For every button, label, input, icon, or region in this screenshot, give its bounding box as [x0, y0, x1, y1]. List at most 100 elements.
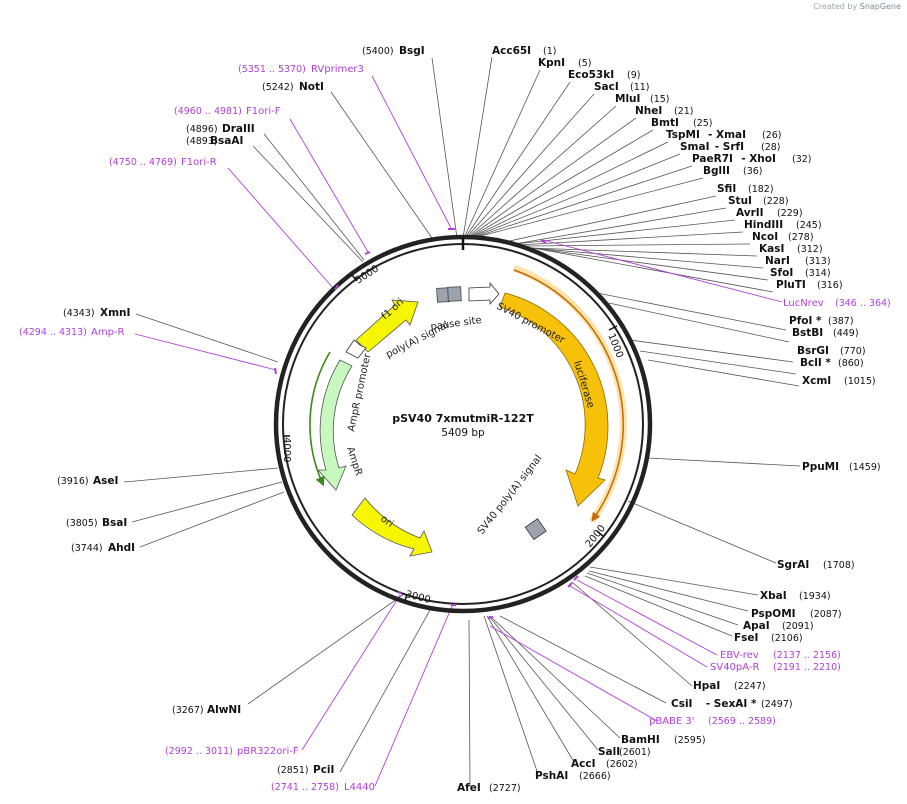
enzyme-mlui: MluI	[615, 93, 640, 105]
enzyme-ncoi-position: (278)	[788, 232, 814, 243]
enzyme-sfii-position: (182)	[748, 184, 774, 195]
primer-sv40pa-r: SV40pA-R	[710, 662, 759, 673]
primer-sv40pa-r-range: (2191 .. 2210)	[773, 662, 841, 673]
enzyme-eco53ki: Eco53kI	[568, 69, 614, 81]
enzyme-apai: ApaI	[743, 620, 770, 632]
enzyme-sgrai: SgrAI	[777, 559, 809, 571]
luciferase-direction-line	[513, 269, 624, 522]
enzyme-hindiii-position: (245)	[796, 220, 822, 231]
enzyme-ncoi: NcoI	[752, 231, 778, 243]
poly-a-signal-box	[436, 287, 450, 303]
pause-site-label: pause site	[430, 315, 482, 333]
enzyme-pspomi: PspOMI	[751, 608, 796, 620]
enzyme-csii-position: (2497)	[761, 699, 793, 710]
enzyme-bamhi: BamHI	[621, 734, 660, 746]
enzyme-xmni-position: (4343)	[63, 308, 95, 319]
enzyme-ppumi: PpuMI	[802, 461, 839, 473]
enzyme-xbai: XbaI	[760, 590, 787, 602]
enzyme-csii: CsiI	[671, 698, 692, 710]
enzyme-pluti: PluTI	[776, 279, 806, 291]
enzyme-draiii-position: (4896)	[186, 124, 218, 135]
primer-f1ori-f-range: (4960 .. 4981)	[174, 106, 242, 117]
snapgene-brand: SnapGene	[859, 2, 901, 11]
enzyme-afei: AfeI	[457, 782, 481, 794]
credit-prefix: Created by	[813, 2, 858, 11]
enzyme-avrii: AvrII	[736, 207, 764, 219]
enzyme-pfoi: PfoI *	[789, 315, 822, 327]
enzyme-tspmi-position: (26)	[762, 130, 782, 141]
ampr-promoter-label: AmpR promoter	[346, 352, 373, 433]
primer-rvprimer3-range: (5351 .. 5370)	[238, 64, 306, 75]
enzyme-paer7i-pair: - XhoI	[741, 153, 776, 165]
enzyme-saci: SacI	[594, 81, 619, 93]
enzyme-bsai: BsaI	[102, 517, 127, 529]
primer-pbabe-3-: pBABE 3'	[649, 716, 695, 727]
enzyme-bsrgi: BsrGI	[797, 345, 829, 357]
enzyme-ahdi: AhdI	[108, 542, 135, 554]
enzyme-bsai-position: (3805)	[66, 518, 98, 529]
enzyme-fsei: FseI	[734, 632, 758, 644]
sv40-promoter-arrow	[468, 281, 500, 306]
enzyme-nari: NarI	[765, 255, 790, 267]
enzyme-xcmi: XcmI	[802, 375, 831, 387]
enzyme-xcmi-position: (1015)	[844, 376, 876, 387]
enzyme-sfii: SfiI	[717, 183, 736, 195]
enzyme-xbai-position: (1934)	[799, 591, 831, 602]
enzyme-kasi: KasI	[759, 243, 784, 255]
primer-pbabe-3--range: (2569 .. 2589)	[708, 716, 776, 727]
leader-lines	[123, 56, 801, 787]
primer-amp-r-range: (4294 .. 4313)	[19, 327, 87, 338]
luciferase-arrow	[499, 292, 609, 507]
primer-f1ori-f: F1ori-F	[246, 106, 281, 117]
primer-ebv-rev: EBV-rev	[720, 650, 759, 661]
enzyme-acc65i-position: (1)	[543, 46, 556, 57]
enzyme-stui-position: (228)	[763, 196, 789, 207]
enzyme-ahdi-position: (3744)	[71, 543, 103, 554]
ampr-label: AmpR	[344, 446, 364, 478]
enzyme-tspmi-pair: - XmaI	[708, 129, 746, 141]
enzyme-alwni-position: (3267)	[172, 705, 204, 716]
enzyme-smai-pair: - SrfI	[715, 141, 744, 153]
enzyme-pfoi-position: (387)	[828, 316, 854, 327]
enzyme-bstbi-position: (449)	[833, 328, 859, 339]
enzyme-eco53ki-position: (9)	[627, 70, 640, 81]
primer-lucnrev: LucNrev	[783, 298, 824, 309]
enzyme-nhei-position: (21)	[674, 106, 694, 117]
primer-lucnrev-range: (346 .. 364)	[835, 298, 891, 309]
enzyme-afei-position: (2727)	[489, 783, 521, 794]
plasmid-length: 5409 bp	[441, 427, 485, 439]
ampr-direction-line	[309, 351, 331, 487]
enzyme-pluti-position: (316)	[817, 280, 843, 291]
enzyme-smai: SmaI	[680, 141, 710, 153]
enzyme-hpai: HpaI	[693, 680, 720, 692]
enzyme-bglii: BglII	[703, 165, 730, 177]
primer-l4440: L4440	[344, 782, 375, 793]
enzyme-asei-position: (3916)	[57, 476, 89, 487]
enzyme-bsgi: BsgI	[399, 45, 425, 57]
enzyme-paer7i: PaeR7I	[692, 153, 733, 165]
ampr-arrow	[317, 359, 353, 491]
enzyme-hpai-position: (2247)	[734, 681, 766, 692]
enzyme-ppumi-position: (1459)	[849, 462, 881, 473]
enzyme-bamhi-position: (2595)	[674, 735, 706, 746]
enzyme-noti: NotI	[299, 81, 324, 93]
enzyme-kpni: KpnI	[538, 57, 565, 69]
enzyme-acci: AccI	[571, 758, 595, 770]
enzyme-asei: AseI	[93, 475, 118, 487]
enzyme-saci-position: (11)	[630, 82, 650, 93]
enzyme-bcli-position: (860)	[838, 358, 864, 369]
primer-f1ori-r: F1ori-R	[181, 157, 217, 168]
primer-labels: LucNrev(346 .. 364)EBV-rev(2137 .. 2156)…	[19, 64, 891, 793]
enzyme-bcli: BclI *	[800, 357, 831, 369]
enzyme-bsgi-position: (5400)	[362, 46, 394, 57]
enzyme-draiii: DraIII	[222, 123, 255, 135]
enzyme-smai-position: (28)	[761, 142, 781, 153]
credit-line: Created by SnapGene	[813, 2, 901, 11]
enzyme-noti-position: (5242)	[262, 82, 294, 93]
enzyme-alwni: AlwNI	[207, 704, 241, 716]
ori-arrow	[351, 497, 433, 557]
enzyme-acc65i: Acc65I	[492, 45, 531, 57]
enzyme-kpni-position: (5)	[578, 58, 591, 69]
enzyme-csii-pair: - SexAI *	[706, 698, 757, 710]
